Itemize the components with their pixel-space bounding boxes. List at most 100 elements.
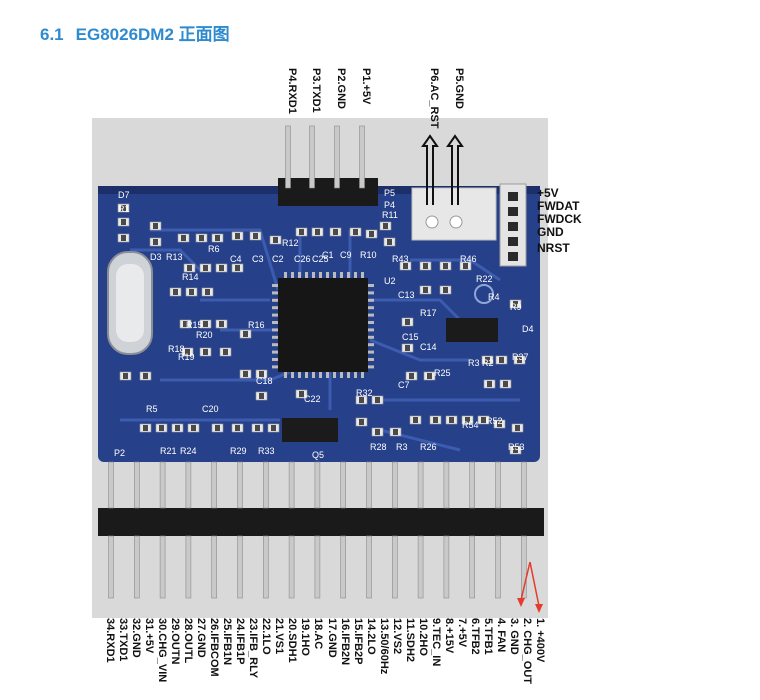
mcu-pin: [368, 306, 374, 310]
connector-pin: [508, 222, 518, 231]
silkscreen-label: R37: [512, 352, 529, 362]
header-pin: [495, 535, 501, 599]
smd-component-body: [153, 223, 158, 229]
bottom-pin-label: 33.TXD1: [117, 618, 130, 662]
red-arrowhead-pin2: [517, 598, 525, 607]
silkscreen-label: R46: [460, 254, 477, 264]
mcu-pin: [368, 328, 374, 332]
bottom-pin-label: 2. CHG_OUT: [520, 618, 533, 685]
mcu-pin: [272, 350, 278, 354]
header-pin: [237, 461, 243, 509]
header-pin: [495, 461, 501, 509]
silkscreen-label: R29: [230, 446, 247, 456]
smd-component-body: [259, 393, 264, 399]
smd-component-body: [383, 223, 388, 229]
connector-pin: [508, 207, 518, 216]
header-pin: [334, 125, 340, 189]
top-header-label: P5.GND: [453, 68, 465, 109]
smd-component-body: [215, 425, 220, 431]
smd-component-body: [427, 373, 432, 379]
silkscreen-label: R16: [248, 320, 265, 330]
trace: [160, 370, 291, 382]
smd-component-body: [359, 419, 364, 425]
smd-component-body: [499, 357, 504, 363]
silkscreen-label: C4: [230, 254, 242, 264]
silkscreen-label: D4: [522, 324, 534, 334]
silkscreen-label: R32: [356, 388, 373, 398]
silkscreen-label: R3: [396, 442, 408, 452]
bottom-pin-label: 8.+15V: [442, 618, 455, 654]
bottom-pin-label: 6.TFB2: [468, 618, 481, 655]
mcu-pin: [272, 335, 278, 339]
silkscreen-label: R3: [468, 358, 480, 368]
silkscreen-label: R12: [282, 238, 299, 248]
bottom-header-pins: [108, 461, 527, 599]
mcu-pin: [347, 372, 350, 378]
smd-component-body: [393, 429, 398, 435]
header-pin: [262, 461, 269, 509]
bottom-pin-label: 16.IFB2N: [338, 618, 351, 666]
smd-component-body: [219, 265, 224, 271]
bottom-pin-label: 19.1HO: [299, 618, 312, 656]
bottom-pin-label: 15.IFB2P: [351, 618, 364, 665]
smd-component-body: [299, 229, 304, 235]
p6-terminal-hole: [425, 215, 439, 229]
header-pin: [185, 535, 192, 599]
connector-pin: [508, 192, 518, 201]
bottom-pin-label: 22.1LO: [260, 618, 273, 655]
bottom-pin-label: 23.IFB_RLY: [247, 618, 260, 679]
smd-component-body: [183, 321, 188, 327]
silkscreen-label: R52: [486, 416, 503, 426]
smd-component-body: [403, 263, 408, 269]
smd-component-body: [235, 233, 240, 239]
mcu-pin: [272, 298, 278, 302]
smd-component-body: [203, 321, 208, 327]
side-connector-label: FWDCK: [537, 212, 582, 226]
mcu-pin: [361, 272, 364, 278]
smd-component-body: [353, 229, 358, 235]
trace: [410, 258, 501, 282]
bottom-pin-label: 27.GND: [195, 618, 208, 658]
mcu-pin: [272, 328, 278, 332]
mcu-pin: [347, 272, 350, 278]
bottom-pin-label: 11.SDH2: [403, 618, 416, 663]
silkscreen-label: C14: [420, 342, 437, 352]
mcu-pin: [354, 272, 357, 278]
mcu-pin: [333, 272, 336, 278]
side-connector-label: NRST: [537, 241, 570, 255]
silkscreen-label: R17: [420, 308, 437, 318]
mcu-pin: [291, 372, 294, 378]
mcu-pin: [312, 372, 315, 378]
silkscreen-label: R54: [462, 420, 479, 430]
trace: [370, 298, 462, 322]
smd-component-body: [273, 237, 278, 243]
header-pin: [520, 461, 527, 509]
smd-component-body: [121, 205, 126, 211]
connector-pin: [508, 237, 518, 246]
mcu-pin: [368, 365, 374, 369]
silkscreen-label: C20: [202, 404, 219, 414]
section-title: EG8026DM2 正面图: [75, 25, 230, 44]
mcu-pin: [319, 372, 322, 378]
mcu-pin: [333, 372, 336, 378]
mcu-pin: [272, 313, 278, 317]
silkscreen-label: C15: [402, 332, 419, 342]
mcu-pin: [368, 321, 374, 324]
smd-component-body: [369, 231, 374, 237]
mcu-pin: [272, 284, 278, 287]
silkscreen-label: R28: [370, 442, 387, 452]
mcu-pin: [368, 335, 374, 339]
smd-component-body: [387, 239, 392, 245]
silkscreen-label: C18: [256, 376, 273, 386]
p6-arrow: [421, 134, 439, 205]
mcu-pin: [272, 358, 278, 361]
top-header-label: P6.AC_RST: [428, 68, 440, 129]
silkscreen-label: C22: [304, 394, 321, 404]
smd-component-body: [153, 239, 158, 245]
smd-component-body: [503, 381, 508, 387]
silkscreen-label: C3: [252, 254, 264, 264]
smd-component-body: [143, 425, 148, 431]
silkscreen-label: R43: [392, 254, 409, 264]
silkscreen-label: R9: [510, 302, 522, 312]
